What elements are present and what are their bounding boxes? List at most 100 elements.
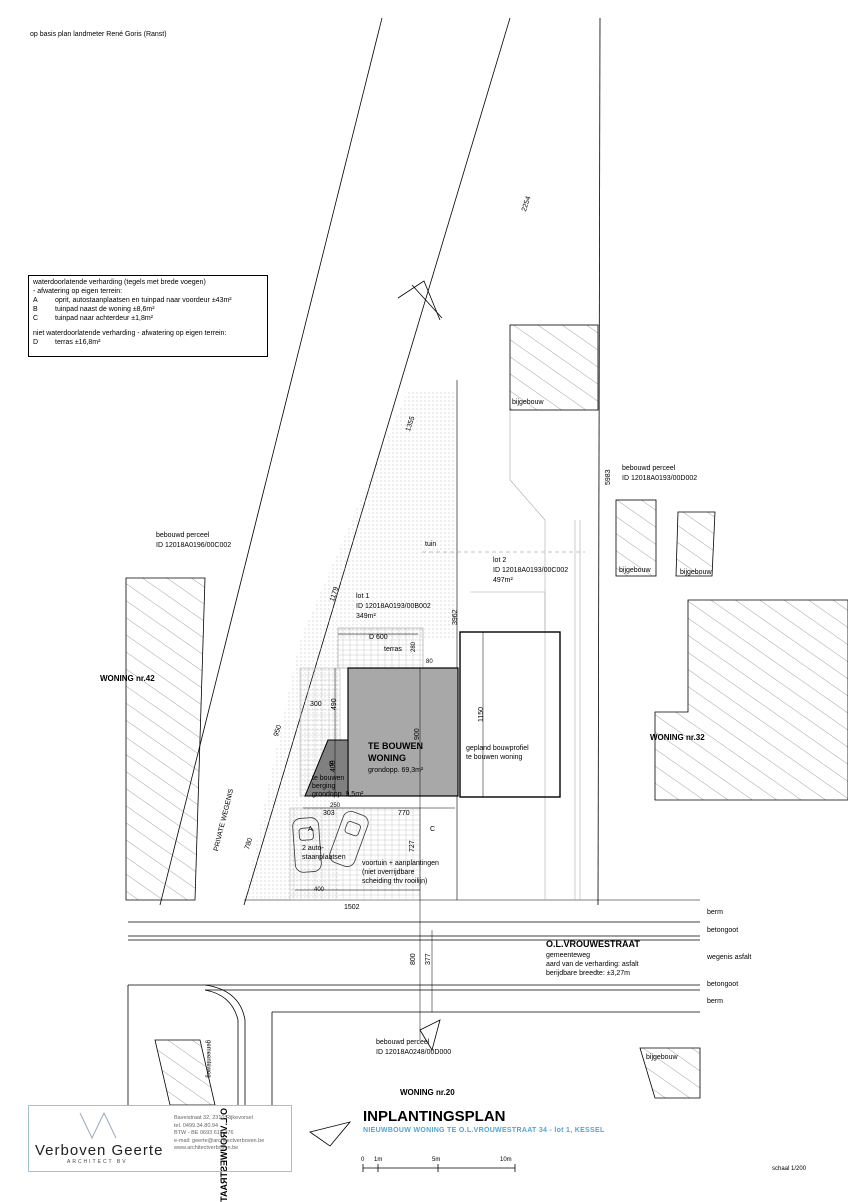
label-woning20: WONING nr.20 <box>400 1088 455 1097</box>
label-berging-2: berging <box>312 783 336 790</box>
legend-box: waterdoorlatende verharding (tegels met … <box>28 275 268 357</box>
label-gepland: gepland bouwprofiel <box>466 745 529 752</box>
legend-key: A <box>33 297 38 304</box>
label-terras: terras <box>384 646 402 653</box>
label-gepland-2: te bouwen woning <box>466 754 523 761</box>
label-betongoot-top: betongoot <box>707 927 739 934</box>
label-bijgebouw-r2: bijgebouw <box>680 569 712 576</box>
dim-300: 300 <box>310 701 322 708</box>
dim-1502: 1502 <box>344 904 360 911</box>
label-gemeenteweg-vert: gemeenteweg <box>205 1040 211 1078</box>
dim-250: 250 <box>330 803 341 809</box>
dim-377: 377 <box>425 953 432 965</box>
dim-490: 490 <box>331 698 338 710</box>
label-lot1: lot 1 <box>356 593 370 600</box>
dim-727: 727 <box>409 840 416 852</box>
label-bebouwd-left: bebouwd perceel <box>156 532 210 539</box>
dim-600: 600 <box>376 634 388 641</box>
label-verharding: aard van de verharding: asfalt <box>546 961 639 968</box>
label-lot1-id: ID 12018A0193/00B002 <box>356 603 431 610</box>
label-bebouwd-right-id: ID 12018A0193/00D002 <box>622 475 698 482</box>
label-area-a: A <box>308 826 313 833</box>
label-bebouwd-left-id: ID 12018A0196/00C002 <box>156 542 232 549</box>
label-auto-2: staanplaatsen <box>302 854 346 861</box>
legend-text: tuinpad naar achterdeur ±1,8m² <box>55 315 154 322</box>
scale-bar <box>362 1164 516 1172</box>
dim-900: 900 <box>414 728 421 740</box>
architect-sub: ARCHITECT BV <box>67 1159 128 1165</box>
label-tuin: tuin <box>425 541 437 548</box>
scale-label: schaal 1/200 <box>772 1166 807 1172</box>
drawing-subtitle: NIEUWBOUW WONING TE O.L.VROUWESTRAAT 34 … <box>363 1127 605 1134</box>
label-woning32: WONING nr.32 <box>650 733 705 742</box>
label-lot2: lot 2 <box>493 557 507 564</box>
label-berm-bot: berm <box>707 998 723 1005</box>
logo-mark-icon <box>79 1111 117 1140</box>
dim-400a: 400 <box>330 760 337 772</box>
address-line: e-mail: geerte@architectverboven.be <box>174 1137 265 1144</box>
label-area-b: B <box>329 761 334 768</box>
label-voortuin-3: scheiding thv rooilijn) <box>362 878 428 885</box>
legend-text: oprit, autostaanplaatsen en tuinpad naar… <box>55 297 232 304</box>
label-lot2-id: ID 12018A0193/00C002 <box>493 567 569 574</box>
architect-name: Verboven Geerte <box>35 1142 164 1159</box>
dim-3962: 3962 <box>452 609 459 625</box>
neighbour-buildings <box>125 324 848 1106</box>
parked-cars <box>292 811 369 873</box>
label-bebouwd-bot-id: ID 12018A0248/00D000 <box>376 1049 452 1056</box>
label-te-bouwen: TE BOUWEN <box>368 741 423 751</box>
address-line: www.architectverboven.be <box>174 1145 239 1151</box>
house-footprint <box>347 667 459 797</box>
label-bebouwd-bot: bebouwd perceel <box>376 1039 430 1046</box>
legend-key: C <box>33 315 39 322</box>
legend-key: B <box>33 306 38 313</box>
dim-400b: 400 <box>314 887 325 893</box>
storage-footprint <box>304 739 349 797</box>
address-line: tel. 0499.34.80.94 <box>174 1122 219 1129</box>
label-street: O.L.VROUWESTRAAT <box>546 939 640 949</box>
label-bebouwd-right: bebouwd perceel <box>622 465 676 472</box>
label-breedte: berijdbare breedte: ±3,27m <box>546 970 631 977</box>
label-woning42: WONING nr.42 <box>100 674 155 683</box>
legend-sub: - afwatering op eigen terrein: <box>33 288 123 295</box>
plot-lot1-area <box>244 390 457 900</box>
dim-80: 80 <box>426 659 433 665</box>
legend-text: tuinpad naast de woning ±8,6m² <box>55 306 155 313</box>
label-bijgebouw-r1: bijgebouw <box>619 567 651 574</box>
label-auto-1: 2 auto- <box>302 845 324 852</box>
label-betongoot-bot: betongoot <box>707 981 739 988</box>
terras-area <box>337 627 424 669</box>
label-lot1-area: 349m² <box>356 613 376 620</box>
label-voortuin-1: voortuin + aanplantingen <box>362 860 439 867</box>
north-arrow-icon <box>309 1121 352 1147</box>
scale-5m: 5m <box>432 1157 441 1163</box>
label-voortuin-2: (niet overrijdbare <box>362 869 415 876</box>
dim-5983: 5983 <box>605 469 612 485</box>
legend-heading: waterdoorlatende verharding (tegels met … <box>33 279 206 286</box>
scale-1m: 1m <box>374 1157 383 1163</box>
legend-text: terras ±16,8m² <box>55 339 101 346</box>
dim-1150: 1150 <box>478 706 485 722</box>
address-line: Baveistraat 32, 2310 Rijkevorsel <box>174 1115 253 1121</box>
plot-boundaries <box>244 380 700 901</box>
source-note: op basis plan landmeter René Goris (Rans… <box>30 31 167 38</box>
dimension-lines <box>295 632 484 1040</box>
label-berging-1: te bouwen <box>312 775 345 782</box>
planned-profile-lot2 <box>459 631 561 798</box>
dim-303: 303 <box>323 810 335 817</box>
legend-heading-2: niet waterdoorlatende verharding - afwat… <box>33 330 227 337</box>
label-woning: WONING <box>368 753 406 763</box>
label-area-c: C <box>430 826 436 833</box>
legend-key: D <box>33 339 39 346</box>
architect-logo-box: Verboven Geerte ARCHITECT BV Baveistraat… <box>28 1105 292 1172</box>
label-bijgebouw-bot: bijgebouw <box>646 1054 678 1061</box>
label-berging-3: grondopp. 9,5m² <box>312 791 364 798</box>
label-area-d: D <box>369 634 375 641</box>
scale-10m: 10m <box>500 1157 512 1163</box>
north-arrow-icon-2 <box>419 1019 441 1052</box>
drawing-title: INPLANTINGSPLAN <box>363 1108 506 1125</box>
